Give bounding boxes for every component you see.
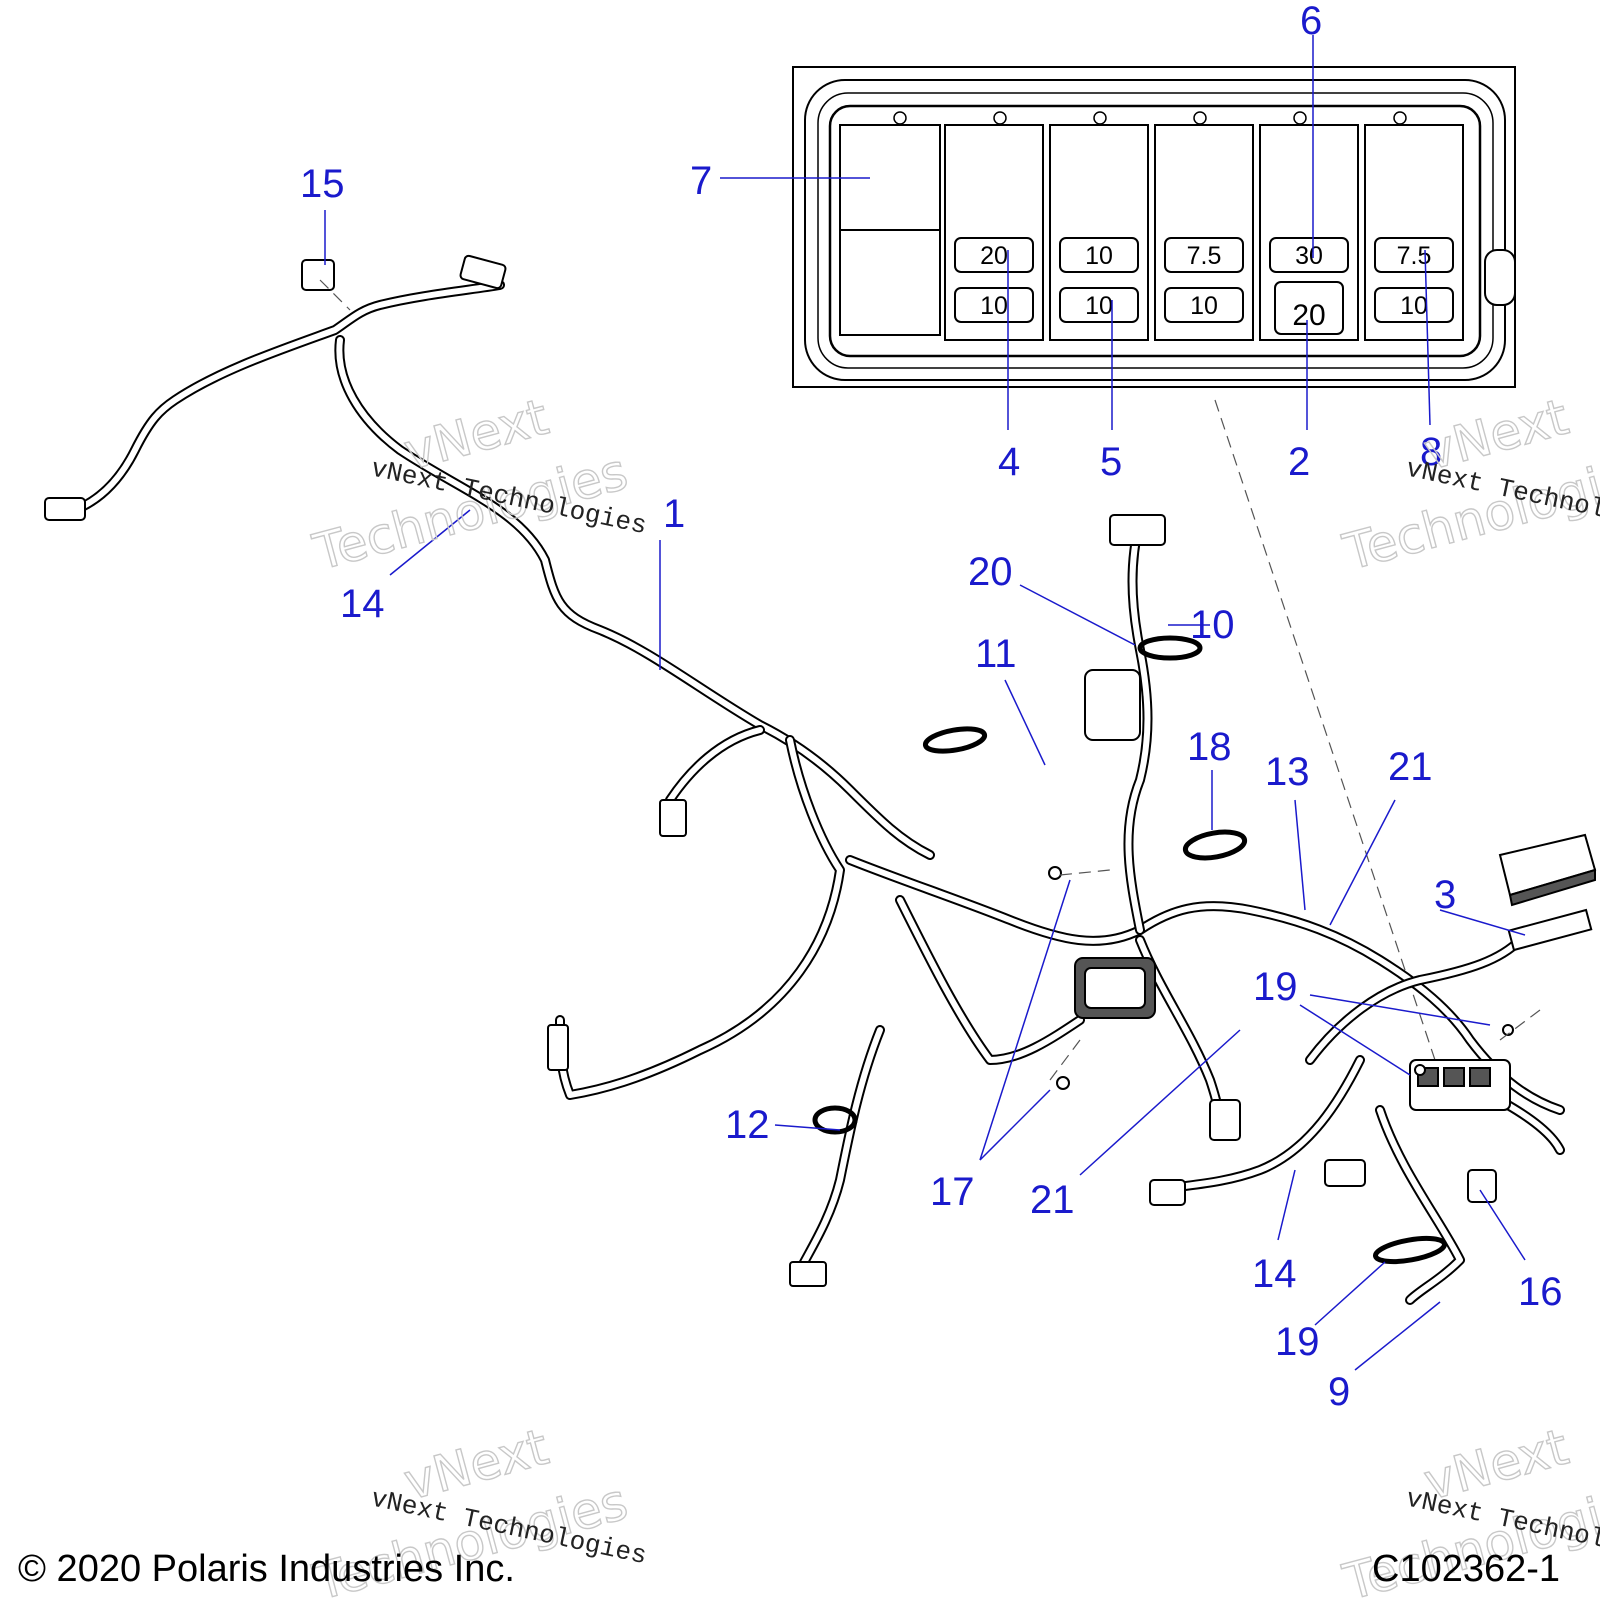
callout-18: 18 (1187, 725, 1232, 769)
fuse-10a-bottom-4: 10 (1374, 287, 1454, 323)
svg-text:20: 20 (1292, 299, 1325, 332)
reference-dashed-line (1214, 399, 1446, 1091)
callout-14-lower: 14 (1252, 1252, 1297, 1296)
callout-20: 20 (968, 550, 1013, 594)
callout-19-upper: 19 (1253, 965, 1298, 1009)
callout-14-upper: 14 (340, 582, 385, 626)
svg-text:7.5: 7.5 (1187, 242, 1222, 270)
callout-19-lower: 19 (1275, 1320, 1320, 1364)
callout-17: 17 (930, 1170, 975, 1214)
fuse-30a: 30 (1269, 237, 1349, 273)
callout-12: 12 (725, 1103, 770, 1147)
svg-text:10: 10 (1085, 292, 1113, 320)
fuse-box (792, 66, 1516, 388)
callout-6: 6 (1300, 0, 1322, 43)
svg-text:10: 10 (980, 292, 1008, 320)
fuse-20a-large: 20 (1274, 281, 1344, 335)
callout-15: 15 (300, 162, 345, 206)
harness-components (44, 254, 1597, 1287)
callout-2: 2 (1288, 440, 1310, 484)
callout-21-upper: 21 (1388, 745, 1433, 789)
svg-text:20: 20 (980, 242, 1008, 270)
callout-9: 9 (1328, 1370, 1350, 1414)
leader-lines (324, 35, 1526, 1371)
fuse-10a-bottom-1: 10 (954, 287, 1034, 323)
svg-text:10: 10 (1400, 292, 1428, 320)
callout-10: 10 (1190, 603, 1235, 647)
callout-13: 13 (1265, 750, 1310, 794)
svg-text:30: 30 (1295, 242, 1323, 270)
svg-text:10: 10 (1085, 242, 1113, 270)
callout-21-lower: 21 (1030, 1178, 1075, 1222)
callout-3: 3 (1434, 873, 1456, 917)
fuse-20a-top: 20 (954, 237, 1034, 273)
callout-1: 1 (663, 492, 685, 536)
copyright-notice: © 2020 Polaris Industries Inc. (18, 1548, 515, 1590)
callout-5: 5 (1100, 440, 1122, 484)
svg-text:10: 10 (1190, 292, 1218, 320)
callout-4: 4 (998, 440, 1020, 484)
wiring-harness (70, 280, 1565, 1305)
callouts: 1 2 3 4 5 6 7 8 9 10 11 12 13 14 14 15 1… (300, 0, 1563, 1414)
callout-7: 7 (690, 159, 712, 203)
fuse-7-5a-right: 7.5 (1374, 237, 1454, 273)
watermark-top-left: vNext Technologies vNext Technologies (306, 387, 649, 582)
callout-11: 11 (975, 632, 1017, 676)
callout-16: 16 (1518, 1270, 1563, 1314)
fuse-7-5a-top: 7.5 (1164, 237, 1244, 273)
watermark-top-right: vNext Technologies vNext Technologies (1336, 387, 1600, 582)
fuse-10a-bottom-3: 10 (1164, 287, 1244, 323)
figure-id: C102362-1 (1372, 1548, 1561, 1590)
callout-8: 8 (1420, 430, 1442, 474)
fuse-10a-top: 10 (1059, 237, 1139, 273)
fuse-10a-bottom-2: 10 (1059, 287, 1139, 323)
